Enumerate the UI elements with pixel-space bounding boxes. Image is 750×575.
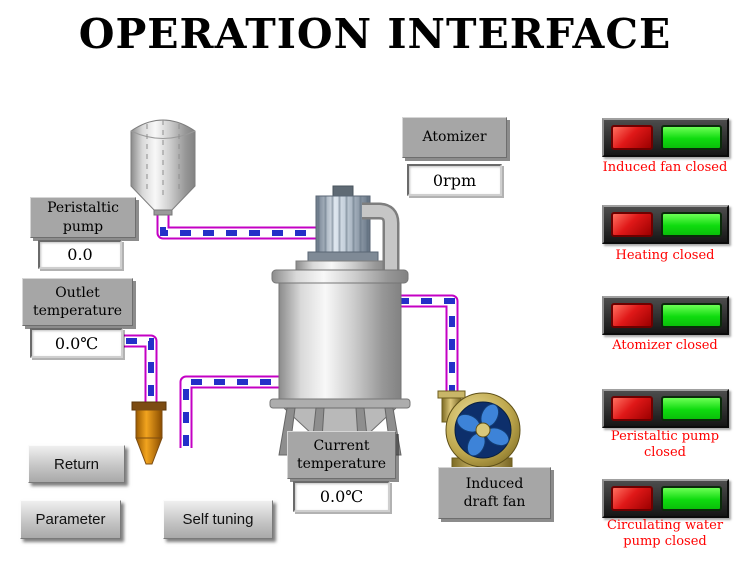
peristaltic-pump-red-lamp[interactable] [611, 396, 653, 421]
induced-fan-green-lamp[interactable] [661, 125, 722, 150]
pipe-hopper-to-atomizer [156, 202, 320, 240]
page-title: OPERATION INTERFACE [78, 10, 672, 58]
spray-nozzle [131, 401, 167, 465]
heating-red-lamp[interactable] [611, 212, 653, 237]
indicator-panel-heating [602, 205, 729, 244]
atomizer-motor [295, 185, 391, 271]
current-temperature-label: Current temperature [287, 431, 396, 479]
circulating-water-pump-red-lamp[interactable] [611, 486, 653, 511]
pipe-nozzle-to-chamber [179, 375, 290, 448]
heating-green-lamp[interactable] [661, 212, 722, 237]
elbow-duct [362, 202, 400, 270]
current-temperature-value: 0.0℃ [293, 481, 390, 512]
circulating-water-pump-green-lamp[interactable] [661, 486, 722, 511]
pipe-chamber-to-fan [396, 294, 459, 400]
induced-draft-fan-graphic [437, 390, 521, 470]
atomizer-value: 0rpm [407, 164, 502, 196]
drying-chamber [269, 269, 411, 456]
induced-fan-status-label: Induced fan closed [602, 160, 728, 175]
indicator-panel-circulating-water-pump [602, 479, 729, 518]
circulating-water-pump-status-label: Circulating water pump closed [606, 518, 724, 550]
pipe-outlet-to-nozzle [124, 334, 158, 410]
induced-fan-red-lamp[interactable] [611, 125, 653, 150]
atomizer-red-lamp[interactable] [611, 303, 653, 328]
heating-status-label: Heating closed [615, 248, 715, 263]
indicator-panel-peristaltic-pump [602, 389, 729, 428]
indicator-panel-induced-fan [602, 118, 729, 157]
feed-hopper [130, 119, 196, 216]
atomizer-label: Atomizer [402, 117, 507, 158]
fan-blades [456, 403, 510, 457]
induced-draft-fan-label: Induced draft fan [438, 467, 551, 519]
self-tuning-button[interactable]: Self tuning [163, 500, 273, 539]
atomizer-status-label: Atomizer closed [612, 338, 718, 353]
peristaltic-pump-value: 0.0 [38, 240, 122, 269]
peristaltic-pump-green-lamp[interactable] [661, 396, 722, 421]
outlet-temperature-value: 0.0℃ [30, 328, 123, 358]
return-button[interactable]: Return [28, 445, 125, 483]
peristaltic-pump-label: Peristaltic pump [30, 197, 136, 238]
parameter-button[interactable]: Parameter [20, 500, 121, 539]
atomizer-green-lamp[interactable] [661, 303, 722, 328]
indicator-panel-atomizer [602, 296, 729, 335]
outlet-temperature-label: Outlet temperature [22, 278, 133, 326]
peristaltic-pump-status-label: Peristaltic pump closed [610, 429, 720, 461]
